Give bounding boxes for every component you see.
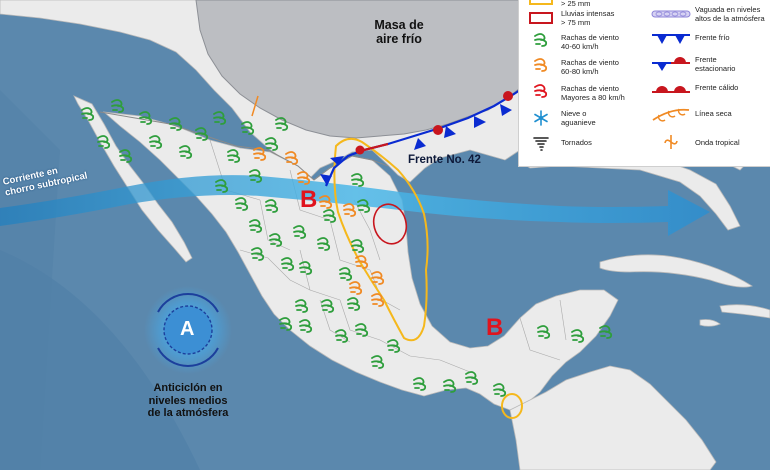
front-line [324, 89, 521, 187]
cold-air-mass-line2: aire frío [376, 32, 422, 47]
rain-area-chiapas [501, 393, 523, 419]
legend-rain-25: > 25 mm [561, 0, 591, 8]
anticyclone-line3: de la atmósfera [147, 407, 229, 420]
rain-25-icon [529, 0, 553, 5]
heavy-rain-area [372, 203, 408, 245]
cold-air-mass-line1: Masa de [374, 18, 424, 32]
legend-gusts-60-80-1: Rachas de viento [561, 58, 619, 67]
legend-heavy-rain-1: Lluvias intensas [561, 9, 615, 18]
tornado-icon [533, 137, 549, 151]
legend-snow-2: aguanieve [561, 117, 596, 127]
snowflake-icon [534, 110, 548, 126]
legend-heavy-rain-2: > 75 mm [561, 17, 591, 27]
heavy-rain-icon [529, 12, 553, 24]
jet-stream-arrow [0, 175, 710, 236]
low-pressure-b-north: B [300, 186, 318, 213]
anticyclone-symbol [144, 286, 232, 374]
stationary-front-icon [652, 57, 690, 71]
trough-icon [651, 10, 691, 18]
gust-red-icon [534, 84, 548, 98]
cold-front-icon [652, 34, 690, 44]
legend-gusts-60-80-2: 60-80 km/h [561, 66, 599, 76]
legend-gusts-40-60-1: Rachas de viento [561, 33, 619, 42]
legend-cold-front: Frente frío [695, 33, 730, 42]
cold-air-mass-label: Masa de aire frío [364, 18, 434, 47]
cold-front-triangles [320, 104, 512, 184]
legend-gusts-80-2: Mayores a 80 km/h [561, 92, 625, 102]
warm-front-bumps [355, 91, 513, 155]
legend-stationary-front-2: estacionario [695, 63, 736, 73]
anticyclone-line1: Anticiclón en [153, 382, 223, 394]
legend-panel: > 25 mm Lluvias intensas> 75 mm Rachas d… [518, 0, 770, 167]
front-label: Frente No. 42 [408, 154, 481, 166]
anticyclone-label: Anticiclón en niveles medios de la atmós… [126, 382, 250, 420]
dry-line-icon [652, 108, 690, 122]
tropical-wave-icon [664, 135, 678, 149]
legend-trough-1: Vaguada en niveles [695, 5, 761, 14]
warm-front-icon [652, 86, 690, 93]
gust-green-icon [534, 33, 548, 47]
anticyclone-letter: A [180, 318, 195, 340]
low-pressure-b-south: B [486, 314, 504, 341]
gust-orange-icon [534, 58, 548, 72]
legend-gusts-40-60-2: 40-60 km/h [561, 41, 599, 51]
legend-tornadoes: Tornados [561, 138, 592, 147]
legend-trough-2: altos de la atmósfera [695, 13, 765, 23]
legend-warm-front: Frente cálido [695, 83, 739, 92]
legend-dry-line: Línea seca [695, 109, 732, 118]
rain-area-main [333, 137, 429, 342]
legend-snow-1: Nieve o [561, 109, 587, 118]
legend-stationary-front-1: Frente [695, 55, 717, 64]
legend-heavy-rain: Lluvias intensas> 75 mm [561, 9, 615, 27]
anticyclone-line2: niveles medios [148, 394, 228, 407]
legend-tropical-wave: Onda tropical [695, 138, 740, 147]
legend-gusts-80-1: Rachas de viento [561, 84, 619, 93]
